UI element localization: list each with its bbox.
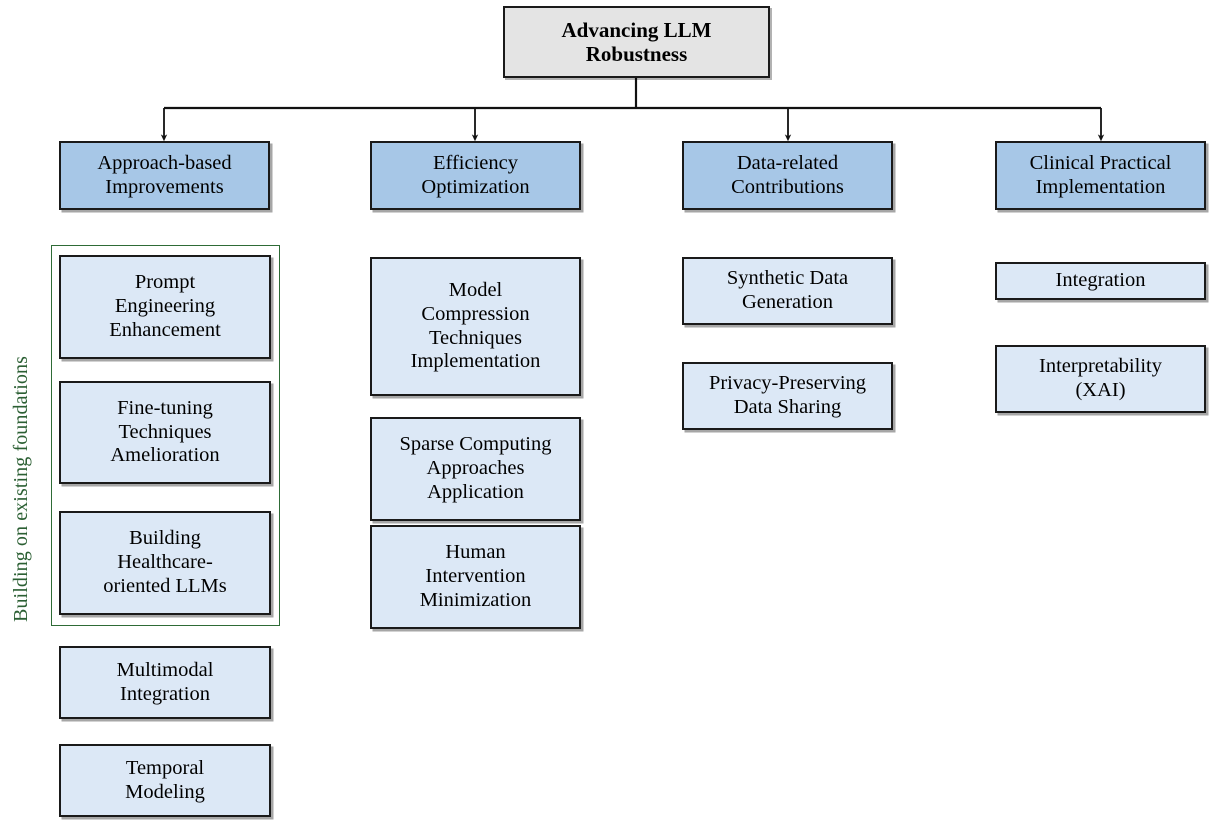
leaf-node-interpretability-xai[interactable]: Interpretability (XAI)	[995, 345, 1206, 413]
category-node-data-related-contributions[interactable]: Data-related Contributions	[682, 141, 893, 210]
grouped-foundations-box	[51, 245, 280, 626]
leaf-node-fine-tuning-techniques-amelioration[interactable]: Fine-tuning Techniques Amelioration	[59, 381, 271, 484]
category-node-approach-based-improvements[interactable]: Approach-based Improvements	[59, 141, 270, 210]
category-node-clinical-practical-implementation[interactable]: Clinical Practical Implementation	[995, 141, 1206, 210]
leaf-node-human-intervention-minimization[interactable]: Human Intervention Minimization	[370, 525, 581, 629]
leaf-node-integration[interactable]: Integration	[995, 262, 1206, 300]
leaf-node-sparse-computing-approaches-application[interactable]: Sparse Computing Approaches Application	[370, 417, 581, 521]
root-node[interactable]: Advancing LLM Robustness	[503, 6, 770, 78]
leaf-node-multimodal-integration[interactable]: Multimodal Integration	[59, 646, 271, 719]
group-side-label: Building on existing foundations	[10, 356, 32, 622]
category-node-efficiency-optimization[interactable]: Efficiency Optimization	[370, 141, 581, 210]
leaf-node-model-compression-techniques-implementation[interactable]: Model Compression Techniques Implementat…	[370, 257, 581, 396]
leaf-node-building-healthcare-oriented-llms[interactable]: Building Healthcare- oriented LLMs	[59, 511, 271, 615]
leaf-node-synthetic-data-generation[interactable]: Synthetic Data Generation	[682, 257, 893, 325]
leaf-node-temporal-modeling[interactable]: Temporal Modeling	[59, 744, 271, 817]
leaf-node-prompt-engineering-enhancement[interactable]: Prompt Engineering Enhancement	[59, 255, 271, 359]
leaf-node-privacy-preserving-data-sharing[interactable]: Privacy-Preserving Data Sharing	[682, 362, 893, 430]
